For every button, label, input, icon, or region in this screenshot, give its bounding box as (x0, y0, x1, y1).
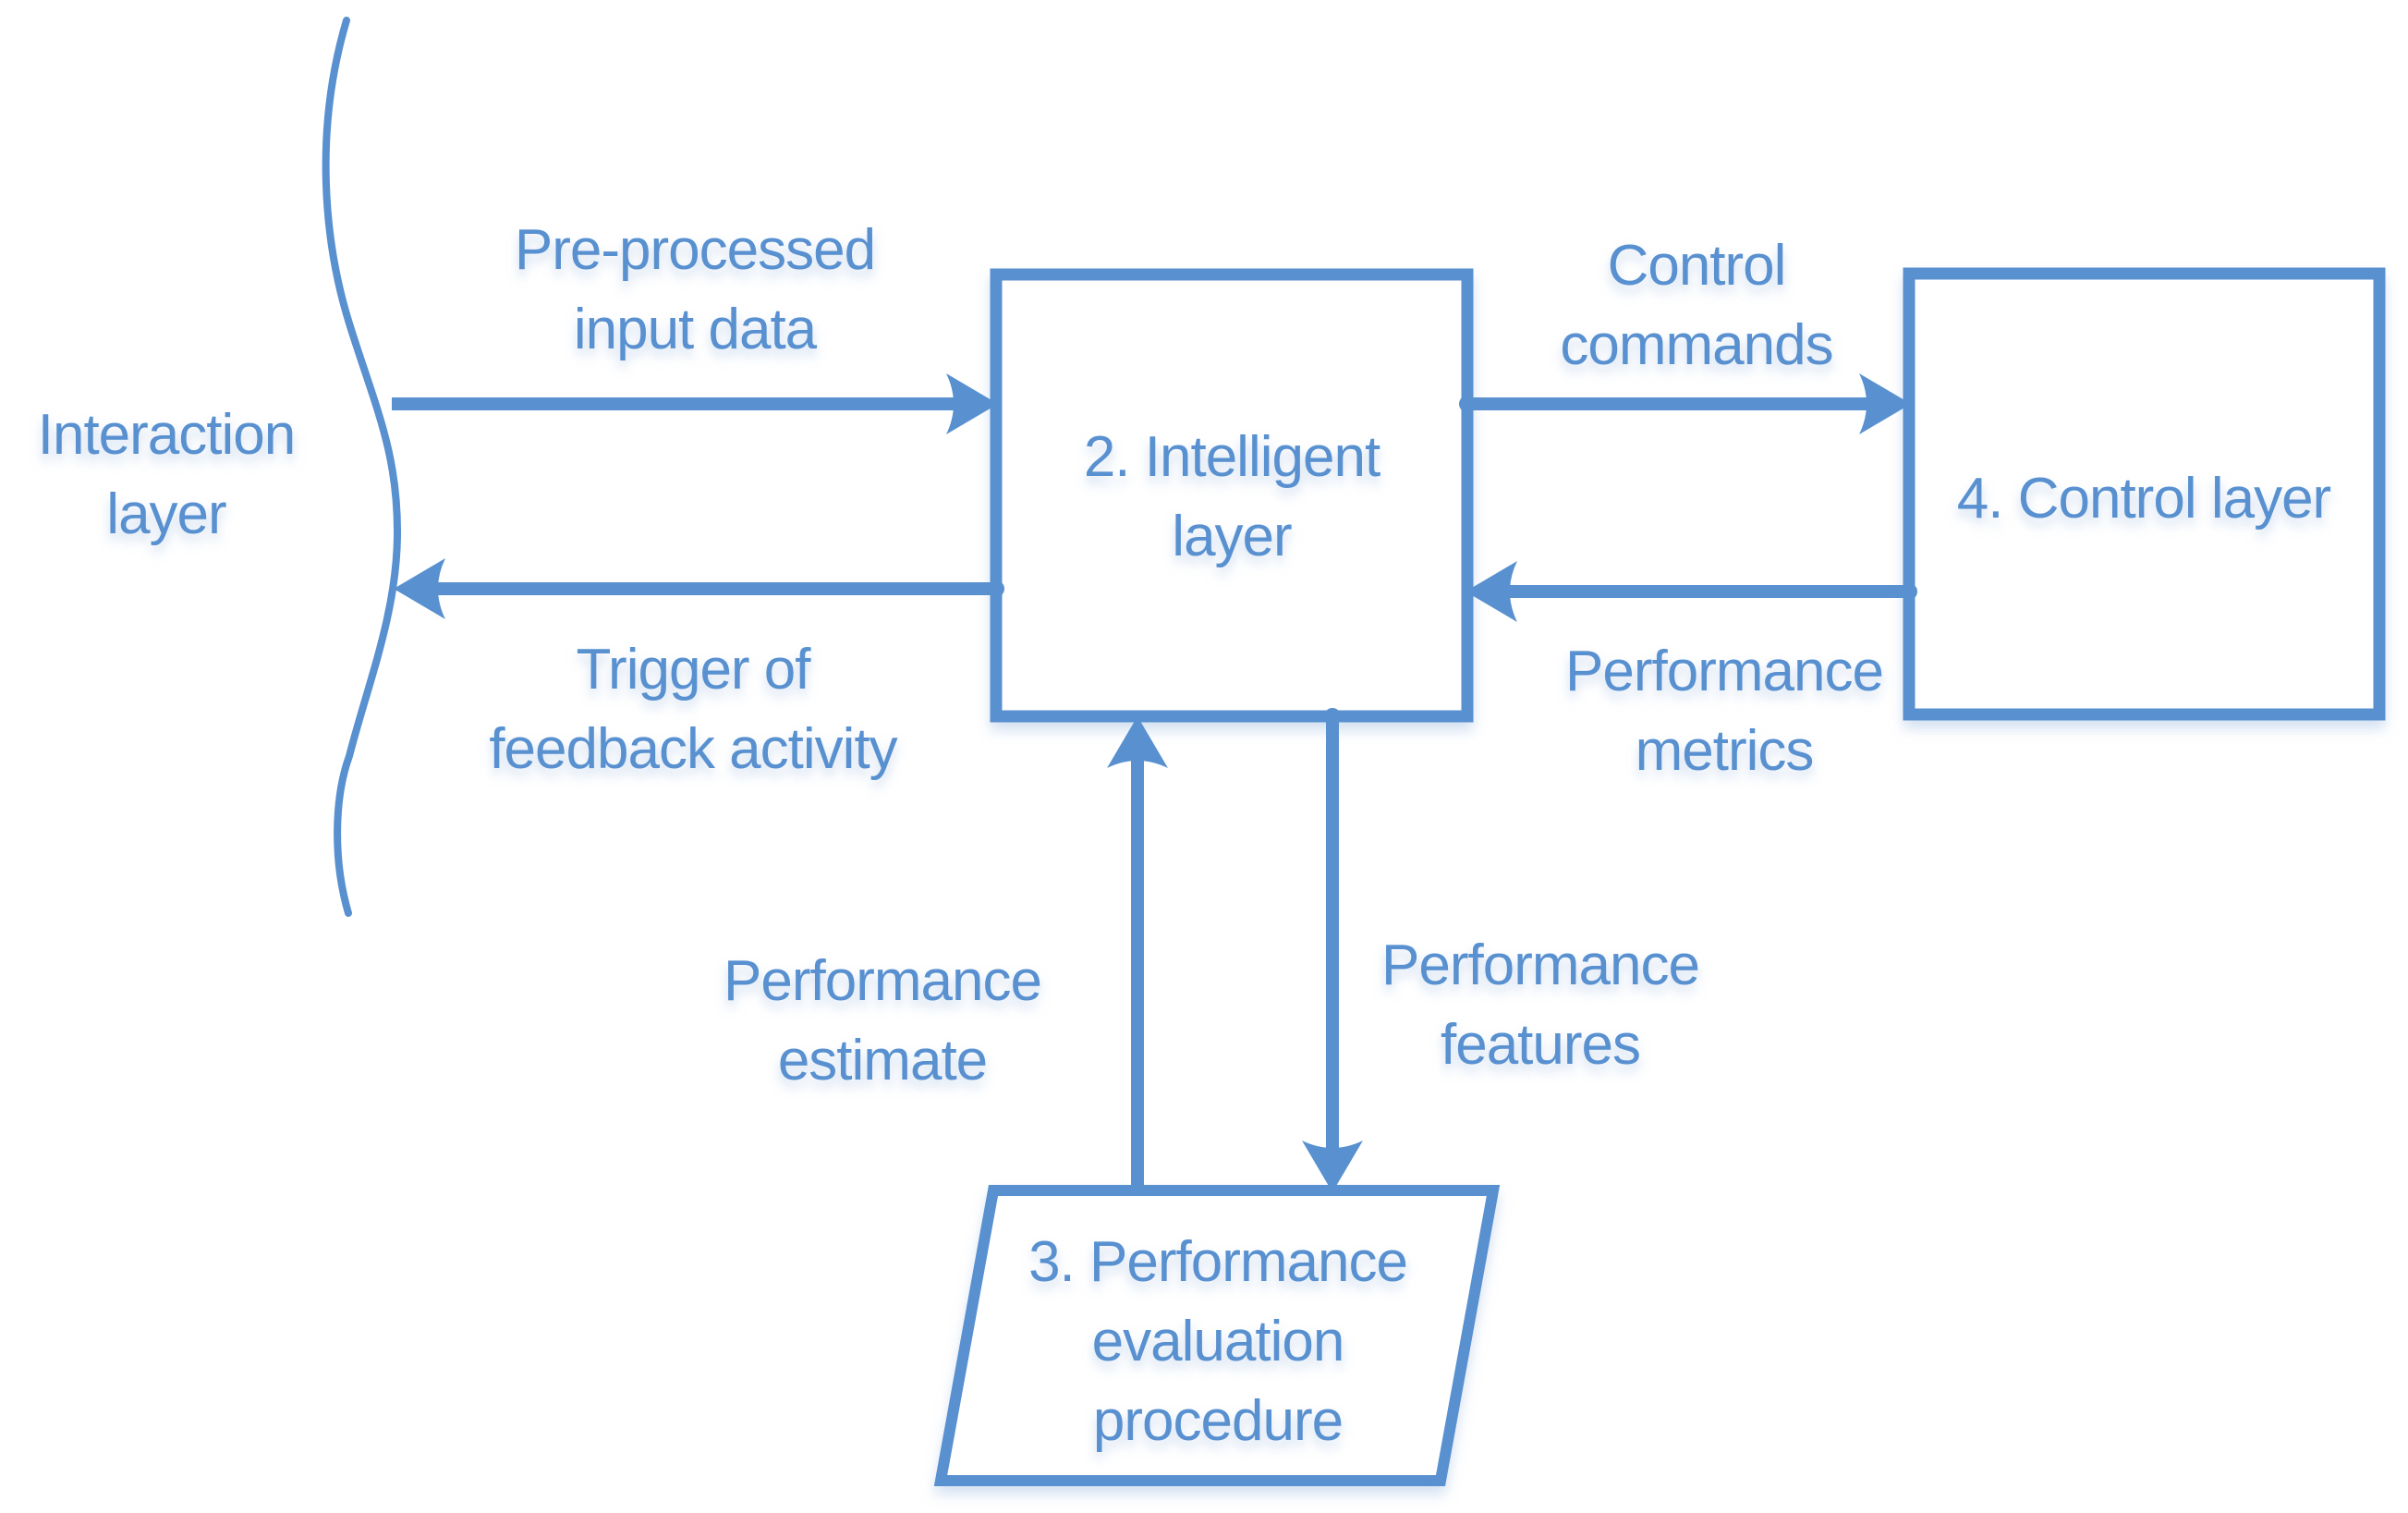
interaction-layer-label-line1: Interaction (37, 403, 297, 467)
control-commands-label-line2: commands (1560, 313, 1833, 377)
interaction-layer-label: Interaction layer (37, 396, 297, 555)
pre-processed-label-line2: input data (573, 298, 817, 361)
performance-metrics-label-line1: Performance (1565, 640, 1884, 703)
performance-evaluation-label: 3. Performance evaluation procedure (1028, 1223, 1408, 1461)
performance-metrics-label-line2: metrics (1635, 719, 1815, 783)
control-layer-box (1903, 267, 2386, 721)
performance-metrics-label: Performance metrics (1565, 632, 1884, 791)
performance-estimate-label-line2: estimate (777, 1029, 988, 1092)
performance-estimate-label: Performance estimate (724, 942, 1042, 1101)
intelligent-layer-label-line2: layer (1172, 505, 1292, 568)
connector-dot (1459, 396, 1476, 412)
control-commands-label-line1: Control (1607, 234, 1787, 298)
performance-evaluation-label-line1: 3. Performance (1028, 1230, 1408, 1294)
pre-processed-input-data-label: Pre-processed input data (514, 211, 876, 370)
arrow-trigger-feedback-activity (394, 558, 996, 619)
trigger-label-line1: Trigger of (576, 638, 810, 702)
performance-evaluation-parallelogram (933, 1185, 1501, 1486)
performance-features-label-line2: features (1440, 1013, 1641, 1077)
performance-evaluation-label-line2: evaluation (1091, 1310, 1345, 1373)
intelligent-layer-label-line1: 2. Intelligent (1083, 425, 1380, 489)
control-layer-label: 4. Control layer (1956, 467, 2331, 531)
connector-dot (1901, 583, 1917, 600)
arrow-pre-processed-input-data (392, 373, 998, 434)
performance-evaluation-label-line3: procedure (1092, 1389, 1344, 1453)
arrow-performance-estimate (1107, 716, 1168, 1192)
arrow-performance-features (1302, 716, 1363, 1192)
intelligent-layer-box (990, 268, 1474, 723)
arrow-performance-metrics (1465, 561, 1909, 622)
trigger-feedback-activity-label: Trigger of feedback activity (489, 630, 897, 789)
trigger-label-line2: feedback activity (489, 717, 897, 781)
pre-processed-label-line1: Pre-processed (514, 218, 876, 282)
connector-dot (988, 580, 1004, 597)
performance-estimate-label-line1: Performance (724, 949, 1042, 1013)
connector-dot (1324, 708, 1341, 725)
interaction-layer-label-line2: layer (106, 482, 226, 546)
intelligent-layer-label: 2. Intelligent layer (1084, 418, 1380, 577)
performance-features-label-line1: Performance (1381, 933, 1700, 997)
performance-features-label: Performance features (1381, 926, 1700, 1085)
arrow-control-commands (1467, 373, 1911, 434)
control-commands-label: Control commands (1560, 226, 1833, 385)
interaction-layer-boundary-curve (322, 17, 402, 917)
